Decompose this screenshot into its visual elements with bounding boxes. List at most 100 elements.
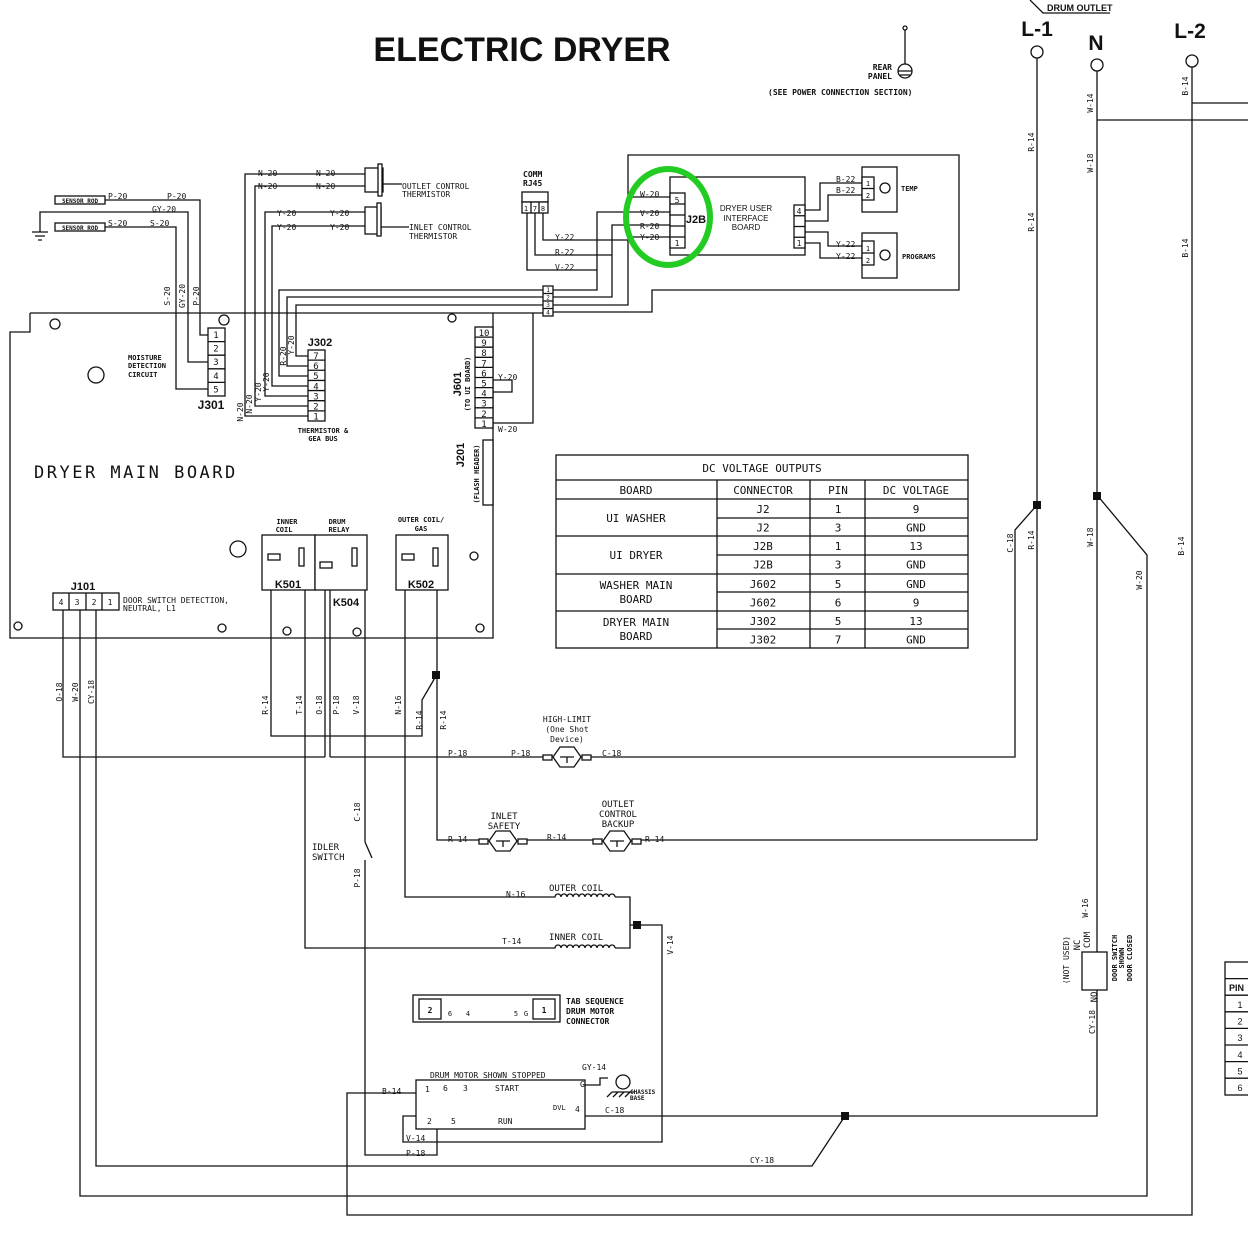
wire bbox=[493, 379, 513, 393]
label-components-outlet_backup-1: CONTROL bbox=[599, 810, 637, 820]
rear-panel-ground-icon bbox=[898, 70, 912, 76]
wire-label: GY-20 bbox=[178, 284, 187, 308]
wire-label: W-16 bbox=[1081, 898, 1090, 917]
table-board-cell: WASHER MAIN bbox=[600, 579, 673, 592]
comm-pins bbox=[521, 201, 549, 214]
table-cell: 7 bbox=[835, 634, 842, 647]
wire-label: P-18 bbox=[406, 1149, 425, 1158]
relay-coil bbox=[401, 553, 415, 561]
mount-hole bbox=[1090, 58, 1104, 72]
label-components-j601_pins-2: 8 bbox=[481, 349, 486, 359]
splice-connector bbox=[432, 671, 440, 679]
table-cell: 3 bbox=[835, 522, 842, 535]
wire bbox=[270, 560, 437, 737]
label-components-thermistor_bus-1: GEA BUS bbox=[308, 435, 338, 443]
label-components-programs_pins-1: 2 bbox=[866, 257, 870, 265]
label-components-inner_coil_relay-0: INNER bbox=[276, 518, 298, 526]
wire-label: R-14 bbox=[547, 833, 566, 842]
wire bbox=[278, 289, 543, 377]
wire-label: R-14 bbox=[261, 695, 270, 714]
label-components-tab_pins-2: 4 bbox=[466, 1010, 470, 1018]
wire-label: R-14 bbox=[439, 710, 448, 729]
wire-label: S-20 bbox=[150, 219, 169, 228]
label-power-n: N bbox=[1088, 32, 1103, 55]
relay-coil bbox=[267, 553, 281, 561]
j201-connector bbox=[482, 439, 494, 506]
wire-label: R-14 bbox=[1027, 212, 1036, 231]
tab-pin-block bbox=[532, 998, 556, 1020]
label-components-moisture-1: DETECTION bbox=[128, 362, 166, 370]
label-title: ELECTRIC DRYER bbox=[373, 31, 670, 69]
table-cell: 1 bbox=[835, 503, 842, 516]
label-components-door_switch-1: SHOWN bbox=[1118, 947, 1126, 968]
wire bbox=[805, 182, 862, 211]
table-cell: 9 bbox=[913, 503, 920, 516]
table-title: DC VOLTAGE OUTPUTS bbox=[702, 462, 821, 475]
table-cell: GND bbox=[906, 522, 926, 535]
label-components-inlet_safety-1: SAFETY bbox=[488, 822, 521, 832]
wire-label: R-14 bbox=[645, 835, 664, 844]
table-board-cell: UI DRYER bbox=[610, 549, 663, 562]
label-components-j101_pins-3: 1 bbox=[108, 598, 113, 607]
wire-label: CY-18 bbox=[87, 680, 96, 704]
table-cell: 13 bbox=[909, 615, 922, 628]
contact-symbol bbox=[496, 840, 510, 847]
label-components-j601_sub: (TO UI BOARD) bbox=[464, 357, 472, 412]
label-components-j302_pins-5: 2 bbox=[313, 403, 318, 413]
label-components-inlet_safety-0: INLET bbox=[490, 812, 518, 822]
terminal bbox=[478, 838, 489, 845]
label-components-motor_terms-1: 6 bbox=[443, 1084, 448, 1093]
wire bbox=[493, 313, 534, 424]
ui-board bbox=[669, 176, 806, 256]
chassis-ground-icon bbox=[606, 1091, 634, 1098]
table-cell: 1 bbox=[835, 540, 842, 553]
table-board-cell: BOARD bbox=[619, 630, 652, 643]
wire-label: Y-20 bbox=[262, 372, 271, 391]
wire-label: R-20 bbox=[640, 222, 659, 231]
wire-label: P-20 bbox=[108, 192, 127, 201]
label-components-moisture-2: CIRCUIT bbox=[128, 371, 158, 379]
label-components-motor_terms-4: 5 bbox=[451, 1117, 456, 1126]
label-components-chassis-1: BASE bbox=[630, 1095, 645, 1102]
table-board-cell: DRYER MAIN bbox=[603, 616, 669, 629]
mount-hole bbox=[13, 621, 23, 631]
thermistor-bar bbox=[376, 202, 382, 237]
wire-label: W-18 bbox=[1086, 153, 1095, 172]
wire-label: T-14 bbox=[502, 937, 521, 946]
label-components-outlet_backup-0: OUTLET bbox=[602, 800, 635, 810]
table-header: BOARD bbox=[619, 484, 652, 497]
wire-label: P-18 bbox=[353, 868, 362, 887]
label-power-rear_panel-0: REAR bbox=[873, 63, 892, 72]
label-components-j601: J601 bbox=[452, 372, 464, 396]
label-components-ui_board-2: BOARD bbox=[732, 223, 761, 232]
label-components-j201: J201 bbox=[455, 443, 467, 467]
sensor-rod-2 bbox=[54, 222, 106, 232]
label-components-motor_terms-2: 3 bbox=[463, 1084, 468, 1093]
relay-contact bbox=[432, 547, 439, 567]
label-components-high_limit-2: Device) bbox=[550, 735, 584, 744]
label-components-j601_pins-8: 2 bbox=[481, 410, 486, 420]
wire-label: GY-20 bbox=[152, 205, 176, 214]
table-cell: J2B bbox=[753, 559, 773, 572]
wire-label: T-14 bbox=[295, 695, 304, 714]
label-components-bus_pins-3: 4 bbox=[546, 310, 550, 317]
table-cell: 9 bbox=[913, 597, 920, 610]
label-power-l2: L-2 bbox=[1174, 20, 1206, 43]
label-components-k504: K504 bbox=[333, 597, 360, 609]
label-components-tab_seq-0: TAB SEQUENCE bbox=[566, 997, 624, 1006]
label-components-inlet_thermistor-0: INLET CONTROL bbox=[409, 223, 472, 232]
label-components-idler-1: SWITCH bbox=[312, 853, 345, 863]
label-components-dvl: DVL bbox=[553, 1104, 566, 1112]
wire-label: R-14 bbox=[1027, 530, 1036, 549]
mount-hole bbox=[229, 540, 247, 558]
label-components-j301_pins-0: 1 bbox=[213, 331, 218, 341]
label-components-thermistor_bus-0: THERMISTOR & bbox=[298, 427, 349, 435]
label-sensors-rod2: SENSOR ROD bbox=[62, 225, 99, 232]
label-components-j301: J301 bbox=[198, 398, 225, 412]
wire-label: GY-14 bbox=[582, 1063, 606, 1072]
wire bbox=[79, 494, 1148, 1197]
table-header: DC VOLTAGE bbox=[883, 484, 949, 497]
wire bbox=[39, 211, 208, 363]
